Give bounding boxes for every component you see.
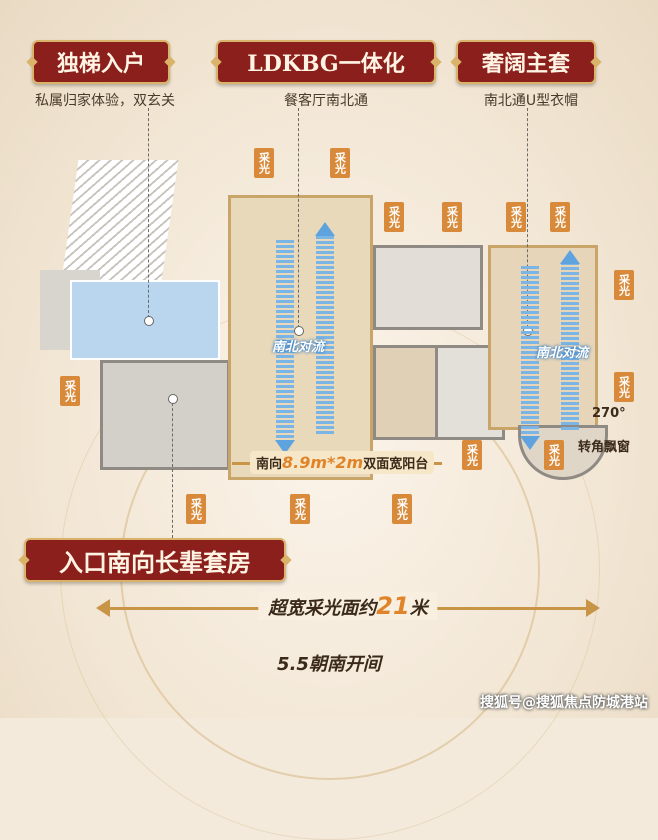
leader-line <box>527 108 528 328</box>
arrow-down-tip <box>520 436 540 450</box>
banner-single-elevator: 独梯入户 <box>32 40 170 84</box>
leader-line <box>172 398 173 538</box>
width-value: 21 <box>376 592 410 620</box>
floor-plan <box>30 130 630 490</box>
marker-dot <box>294 326 304 336</box>
airflow-arrow-right <box>316 236 334 436</box>
airflow-arrow-master-left <box>521 266 539 436</box>
arrow-down-tip <box>275 440 295 454</box>
banner-master-suite: 奢阔主套 <box>456 40 596 84</box>
master-suite <box>488 245 598 430</box>
banner-subtitle: 私属归家体验，双玄关 <box>35 93 175 109</box>
light-marker: 采光 <box>544 440 564 470</box>
balcony-suffix: 双面宽阳台 <box>363 457 429 472</box>
banner-elder-suite: 入口南向长辈套房 <box>24 538 286 582</box>
arrow-left-icon <box>96 599 110 617</box>
airflow-label-master: 南北对流 <box>536 346 589 361</box>
width-label: 超宽采光面约21米 <box>258 592 438 620</box>
arrow-right-icon <box>586 599 600 617</box>
light-marker: 采光 <box>254 148 274 178</box>
bay-window-angle: 270° <box>592 406 626 421</box>
airflow-arrow-left <box>276 240 294 440</box>
width-prefix: 超宽采光面约 <box>268 598 377 619</box>
airflow-label-living: 南北对流 <box>272 340 325 355</box>
bay-window-label: 转角飘窗 <box>578 440 631 455</box>
leader-line <box>298 108 299 328</box>
balcony-prefix: 南向 <box>256 457 283 472</box>
light-marker: 采光 <box>506 202 526 232</box>
light-marker: 采光 <box>462 440 482 470</box>
light-marker: 采光 <box>442 202 462 232</box>
banner-subtitle: 南北通U型衣帽 <box>483 93 579 109</box>
banner-title: LDKBG一体化 <box>247 51 405 77</box>
bedroom-north <box>373 245 483 330</box>
light-marker: 采光 <box>550 202 570 232</box>
banner-subtitle: 餐客厅南北通 <box>284 93 368 109</box>
light-marker: 采光 <box>60 376 80 406</box>
marker-dot <box>168 394 178 404</box>
width-indicator: 超宽采光面约21米 <box>96 588 600 628</box>
living-dining-room <box>228 195 373 480</box>
light-marker: 采光 <box>384 202 404 232</box>
banner-title: 奢阔主套 <box>481 51 570 77</box>
staircase <box>61 160 179 280</box>
watermark: 搜狐号@搜狐焦点防城港站 <box>480 695 648 711</box>
south-bays-label: 5.5朝南开间 <box>277 654 381 675</box>
banner-ldkbg: LDKBG一体化 <box>216 40 436 84</box>
arrow-up-tip <box>560 250 580 264</box>
banner-title: 独梯入户 <box>56 51 145 77</box>
light-marker: 采光 <box>392 494 412 524</box>
light-marker: 采光 <box>330 148 350 178</box>
leader-line <box>148 108 149 318</box>
light-marker: 采光 <box>614 372 634 402</box>
light-marker: 采光 <box>290 494 310 524</box>
width-suffix: 米 <box>409 598 428 619</box>
light-marker: 采光 <box>186 494 206 524</box>
balcony-dimension: 8.9m*2m <box>282 453 364 472</box>
elder-suite <box>100 360 230 470</box>
light-marker: 采光 <box>614 270 634 300</box>
balcony-label: 南向8.9m*2m双面宽阳台 <box>250 451 435 474</box>
marker-dot <box>144 316 154 326</box>
arrow-up-tip <box>315 222 335 236</box>
banner-title: 入口南向长辈套房 <box>59 547 251 577</box>
airflow-arrow-master-right <box>561 262 579 432</box>
